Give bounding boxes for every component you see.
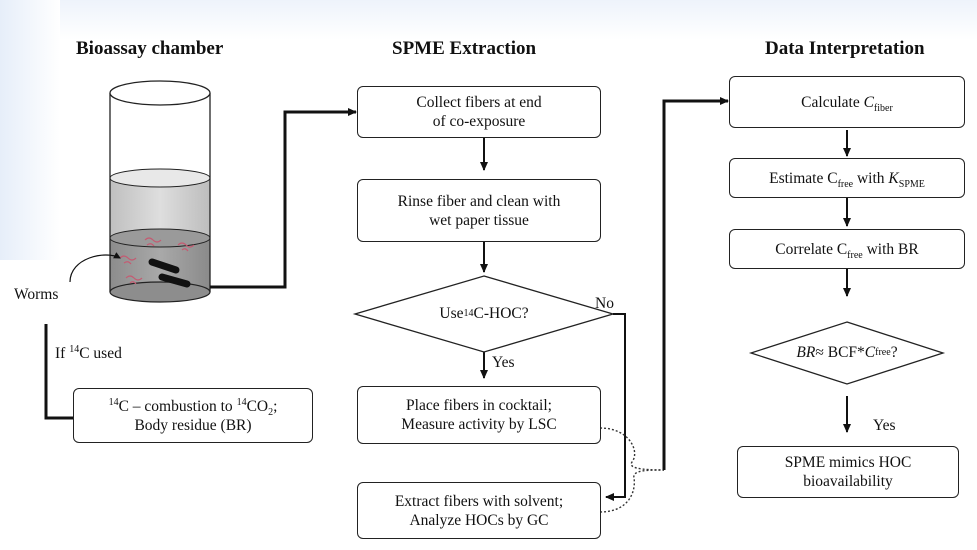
correlate-cfree-box: Correlate Cfree with BR — [729, 229, 965, 269]
mimics-line-1: SPME mimics HOC — [784, 454, 912, 471]
rinse-fiber-box: Rinse fiber and clean with wet paper tis… — [357, 179, 601, 242]
place-fibers-box: Place fibers in cocktail; Measure activi… — [357, 386, 601, 444]
combustion-line: 14C – combustion to 14CO2; — [108, 396, 278, 418]
extract-line-2: Analyze HOCs by GC — [409, 511, 549, 529]
place-line-1: Place fibers in cocktail; — [406, 397, 552, 414]
rinse-line-2: wet paper tissue — [429, 211, 529, 229]
heading-interpretation: Data Interpretation — [765, 38, 925, 59]
estimate-line: Estimate Cfree with KSPME — [769, 169, 925, 190]
rinse-line-1: Rinse fiber and clean with — [397, 192, 561, 210]
correlate-line: Correlate Cfree with BR — [775, 240, 919, 261]
yes-label-spme: Yes — [492, 354, 515, 371]
extract-line-1: Extract fibers with solvent; — [394, 492, 564, 510]
heading-spme: SPME Extraction — [392, 38, 537, 59]
if-14c-used-label: If 14C used — [55, 343, 122, 362]
calculate-cfiber-box: Calculate Cfiber — [729, 76, 965, 128]
background-left-glow — [0, 0, 60, 260]
body-residue-line: Body residue (BR) — [134, 416, 252, 434]
collect-line-1: Collect fibers at end — [416, 94, 542, 111]
heading-bioassay: Bioassay chamber — [76, 38, 224, 59]
combustion-box: 14C – combustion to 14CO2; Body residue … — [73, 388, 313, 443]
chamber-cylinder — [109, 80, 211, 303]
worm-marks — [119, 237, 195, 285]
mimics-line-2: bioavailability — [803, 473, 893, 490]
place-line-2: Measure activity by LSC — [401, 416, 557, 433]
extract-fibers-box: Extract fibers with solvent; Analyze HOC… — [357, 482, 601, 539]
spme-mimics-box: SPME mimics HOC bioavailability — [737, 446, 959, 498]
worms-label: Worms — [14, 286, 59, 303]
no-label: No — [595, 295, 614, 312]
calculate-line: Calculate Cfiber — [801, 93, 893, 114]
collect-line-2: of co-exposure — [432, 113, 526, 130]
estimate-cfree-box: Estimate Cfree with KSPME — [729, 158, 965, 198]
collect-fibers-box: Collect fibers at end of co-exposure — [357, 86, 601, 138]
decision-diamond-spme — [352, 275, 616, 353]
decision-diamond-interpretation — [748, 321, 946, 385]
yes-label-interpretation: Yes — [873, 417, 896, 434]
